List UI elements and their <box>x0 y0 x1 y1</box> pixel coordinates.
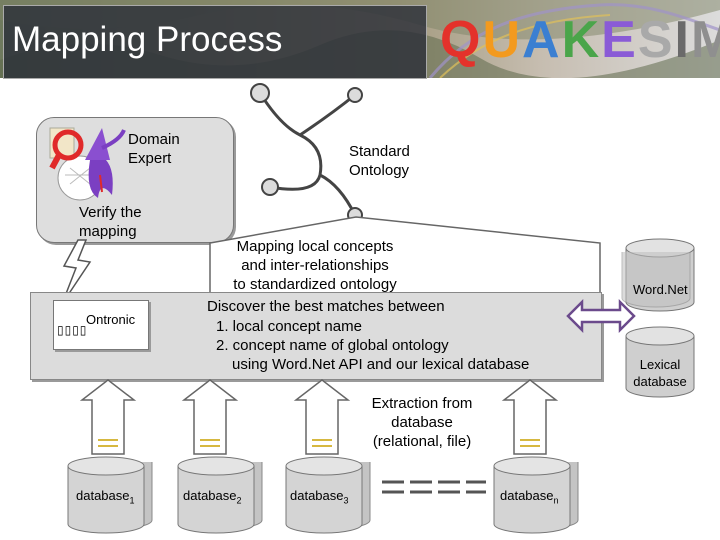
database-2-icon <box>177 456 263 534</box>
ontronic-label: Ontronic <box>86 312 136 327</box>
up-arrow-4 <box>501 379 559 455</box>
discover-item-3: using Word.Net API and our lexical datab… <box>232 356 530 373</box>
discover-item-2: 2. concept name of global ontology <box>216 337 449 354</box>
db-subscript: n <box>553 495 559 506</box>
mapping-line: to standardized ontology <box>233 276 397 293</box>
verify-line: mapping <box>79 223 137 240</box>
database-n-label: databasen <box>500 488 559 509</box>
quakesim-logo: QUAKESIM <box>440 10 720 70</box>
ellipsis-dashes <box>382 480 486 494</box>
db-name: database <box>290 488 344 503</box>
verify-mapping-label: Verify the mapping <box>79 203 142 241</box>
logo-letter: E <box>601 11 638 69</box>
mapping-description: Mapping local concepts and inter-relatio… <box>210 237 420 294</box>
discover-heading: Discover the best matches between <box>207 298 445 315</box>
title-box <box>3 5 427 79</box>
extraction-arrows <box>80 379 559 455</box>
ontology-label-line: Ontology <box>349 162 410 179</box>
mapping-line: and inter-relationships <box>241 257 389 274</box>
database-3-icon <box>285 456 371 534</box>
lexical-database-label: Lexical database <box>625 356 695 390</box>
expert-label-line: Domain <box>128 131 180 148</box>
logo-letter: A <box>522 11 562 69</box>
logo-letter: M <box>690 11 720 69</box>
logo-letter: S <box>637 11 675 69</box>
extraction-label: Extraction from database (relational, fi… <box>352 394 492 451</box>
expert-label-line: Expert <box>128 150 172 167</box>
lightning-bolt-icon <box>61 239 92 305</box>
db-subscript: 3 <box>343 495 349 506</box>
database-3-label: database3 <box>290 488 349 509</box>
lexical-database-icon <box>625 326 695 398</box>
db-subscript: 2 <box>236 495 242 506</box>
extraction-line: database <box>391 414 453 431</box>
database-1-label: database1 <box>76 488 135 509</box>
logo-letter: K <box>561 11 602 69</box>
ontronic-indicator: ▯▯▯▯ <box>57 323 88 337</box>
up-arrow-1 <box>80 379 137 455</box>
mapping-up-arrow <box>209 216 601 303</box>
standard-ontology-label: Standard Ontology <box>349 142 410 180</box>
ontronic-tool-box <box>53 300 149 350</box>
db-name: database <box>183 488 237 503</box>
database-1-icon <box>67 456 153 534</box>
wordnet-label: Word.Net <box>633 282 688 297</box>
extraction-line: (relational, file) <box>372 433 472 450</box>
logo-letter: U <box>482 11 523 69</box>
verify-line: Verify the <box>79 204 142 221</box>
ontology-graph-icon <box>250 83 363 223</box>
lexical-label-line: database <box>633 374 687 389</box>
page-title: Mapping Process <box>12 20 283 59</box>
database-2-label: database2 <box>183 488 242 509</box>
db-subscript: 1 <box>129 495 135 506</box>
domain-expert-label: Domain Expert <box>128 130 180 168</box>
logo-letter: I <box>674 11 691 69</box>
db-name: database <box>500 488 554 503</box>
lexical-label-line: Lexical <box>639 357 681 372</box>
mapping-line: Mapping local concepts <box>236 238 394 255</box>
up-arrow-3 <box>293 379 351 455</box>
extraction-line: Extraction from <box>371 395 473 412</box>
wordnet-database-icon <box>621 238 695 312</box>
database-n-icon <box>493 456 579 534</box>
ontology-label-line: Standard <box>349 143 410 160</box>
double-arrow <box>566 298 636 334</box>
discover-item-1: 1. local concept name <box>216 318 362 335</box>
up-arrow-2 <box>181 379 239 455</box>
db-name: database <box>76 488 130 503</box>
expert-wizard-icon <box>49 127 126 201</box>
logo-letter: Q <box>440 11 483 69</box>
